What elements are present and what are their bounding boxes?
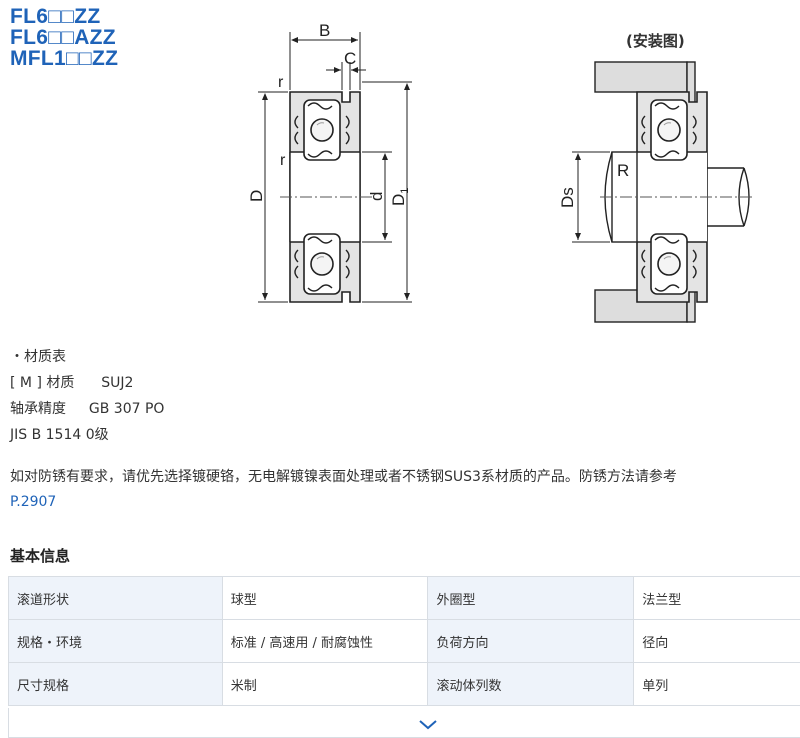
table-key-cell: 尺寸规格: [9, 663, 223, 706]
table-key-cell: 滚动体列数: [428, 663, 634, 706]
dim-label-d-outer: D: [247, 190, 266, 202]
dim-label-d1: D1: [389, 188, 411, 206]
table-key-cell: 规格・环境: [9, 620, 223, 663]
jis-standard: JIS B 1514 0级: [10, 424, 109, 444]
material-label: [ M ] 材质: [10, 375, 74, 391]
table-value-cell: 球型: [222, 577, 428, 620]
basic-info-table: 滚道形状 球型 外圈型 法兰型 规格・环境 标准 / 高速用 / 耐腐蚀性 负荷…: [8, 576, 800, 706]
precision-value: GB 307 PO: [89, 401, 165, 417]
page-reference-link[interactable]: P.2907: [10, 494, 56, 510]
table-key-cell: 外圈型: [428, 577, 634, 620]
table-value-cell: 单列: [634, 663, 800, 706]
material-row: [ M ] 材质 SUJ2: [10, 372, 133, 392]
table-value-cell: 标准 / 高速用 / 耐腐蚀性: [222, 620, 428, 663]
precision-row: 轴承精度 GB 307 PO: [10, 398, 164, 418]
bearing-drawing: B C r r D d D1 (安装图) R Ds: [0, 0, 800, 330]
installation-drawing: [572, 62, 752, 322]
material-heading: ・材质表: [10, 346, 66, 366]
table-key-cell: 负荷方向: [428, 620, 634, 663]
table-row: 尺寸规格 米制 滚动体列数 单列: [9, 663, 800, 706]
table-key-cell: 滚道形状: [9, 577, 223, 620]
dim-label-b: B: [319, 21, 330, 40]
precision-label: 轴承精度: [10, 401, 66, 417]
dim-label-ds: Ds: [558, 187, 577, 208]
rust-prevention-note: 如对防锈有要求，请优先选择镀硬铬，无电解镀镍表面处理或者不锈钢SUS3系材质的产…: [10, 465, 710, 515]
table-row: 滚道形状 球型 外圈型 法兰型: [9, 577, 800, 620]
material-value: SUJ2: [101, 375, 133, 391]
bearing-section: [280, 92, 372, 302]
table-value-cell: 米制: [222, 663, 428, 706]
dim-label-c: C: [344, 49, 356, 68]
note-text: 如对防锈有要求，请优先选择镀硬铬，无电解镀镍表面处理或者不锈钢SUS3系材质的产…: [10, 469, 677, 485]
table-row: 规格・环境 标准 / 高速用 / 耐腐蚀性 负荷方向 径向: [9, 620, 800, 663]
install-title: (安装图): [626, 32, 685, 50]
table-value-cell: 径向: [634, 620, 800, 663]
dim-label-d-inner: d: [367, 192, 386, 201]
dim-label-r-fillet: R: [617, 161, 629, 180]
table-value-cell: 法兰型: [634, 577, 800, 620]
dim-label-r: r: [280, 152, 286, 169]
chevron-down-icon: [419, 720, 437, 730]
dim-label-r: r: [278, 74, 284, 91]
section-title: 基本信息: [10, 545, 70, 566]
